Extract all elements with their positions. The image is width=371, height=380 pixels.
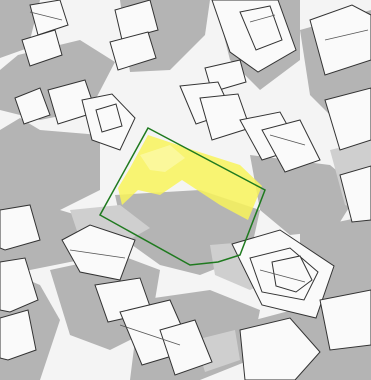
building xyxy=(239,5,283,51)
roof-ridge xyxy=(29,11,63,21)
building xyxy=(14,87,51,125)
building xyxy=(239,317,321,380)
building xyxy=(324,87,371,151)
parcel-outline[interactable] xyxy=(98,126,266,266)
roof-ridge xyxy=(119,324,181,346)
roof-ridge xyxy=(259,269,306,283)
roof-ridge xyxy=(69,249,126,259)
sunlit-area xyxy=(118,135,262,220)
building xyxy=(21,29,63,67)
building xyxy=(95,103,123,133)
shadow-area xyxy=(0,118,100,215)
shadow-area xyxy=(0,0,40,58)
sunlit-region-highlight xyxy=(140,145,185,172)
building xyxy=(109,31,157,71)
roof-ridge xyxy=(324,29,369,41)
shadow-area xyxy=(250,155,360,235)
building xyxy=(261,119,321,173)
building xyxy=(159,319,213,376)
building xyxy=(319,289,371,351)
building xyxy=(339,165,371,223)
building xyxy=(0,257,39,313)
roof-ridge xyxy=(269,134,306,146)
building xyxy=(0,204,41,251)
building xyxy=(61,224,136,281)
building xyxy=(271,255,313,293)
building xyxy=(114,0,159,41)
building xyxy=(29,0,69,36)
roof-detail-layer xyxy=(29,11,369,346)
building xyxy=(0,309,37,361)
building xyxy=(309,4,371,76)
roof-ridge xyxy=(249,14,276,23)
